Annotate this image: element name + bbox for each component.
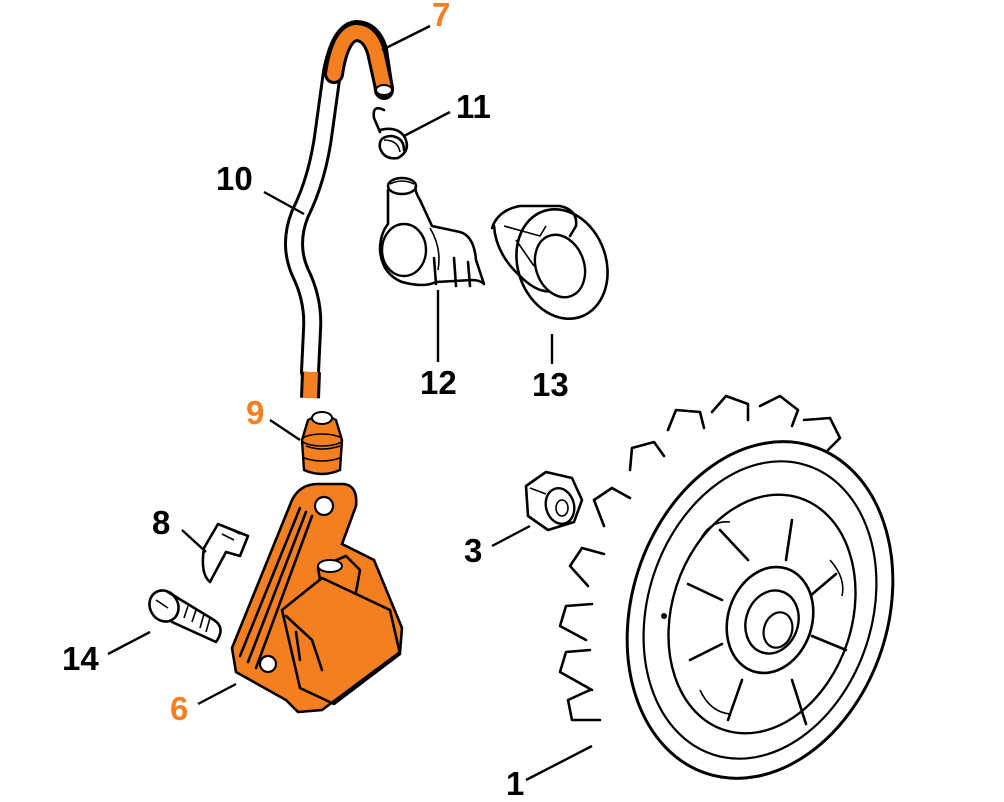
ignition-module-part-6	[230, 482, 404, 714]
callout-14: 14	[62, 640, 99, 677]
wire-clip-part-8	[201, 522, 250, 584]
lead-end-sleeve-part-7	[300, 21, 394, 399]
callout-7: 7	[432, 0, 450, 33]
boot-shield-part-13	[490, 204, 609, 321]
callout-11: 11	[456, 88, 491, 125]
callout-8: 8	[152, 504, 170, 541]
callout-9: 9	[246, 394, 264, 431]
callout-1: 1	[506, 765, 524, 802]
nut-part-3	[524, 470, 584, 532]
flywheel-part-1	[558, 394, 895, 780]
leader-lines	[107, 24, 593, 782]
spring-part-11	[372, 106, 409, 160]
grommet-part-9	[300, 411, 344, 476]
callout-6: 6	[170, 690, 188, 727]
callout-12: 12	[420, 364, 457, 401]
callout-10: 10	[216, 160, 253, 197]
screw-part-14	[148, 589, 222, 644]
callout-13: 13	[532, 366, 569, 403]
callout-labels: 7 11 10 12 13 9 8 3 14 6 1	[62, 0, 569, 802]
callout-3: 3	[464, 532, 482, 569]
spark-plug-boot-part-12	[378, 176, 486, 288]
